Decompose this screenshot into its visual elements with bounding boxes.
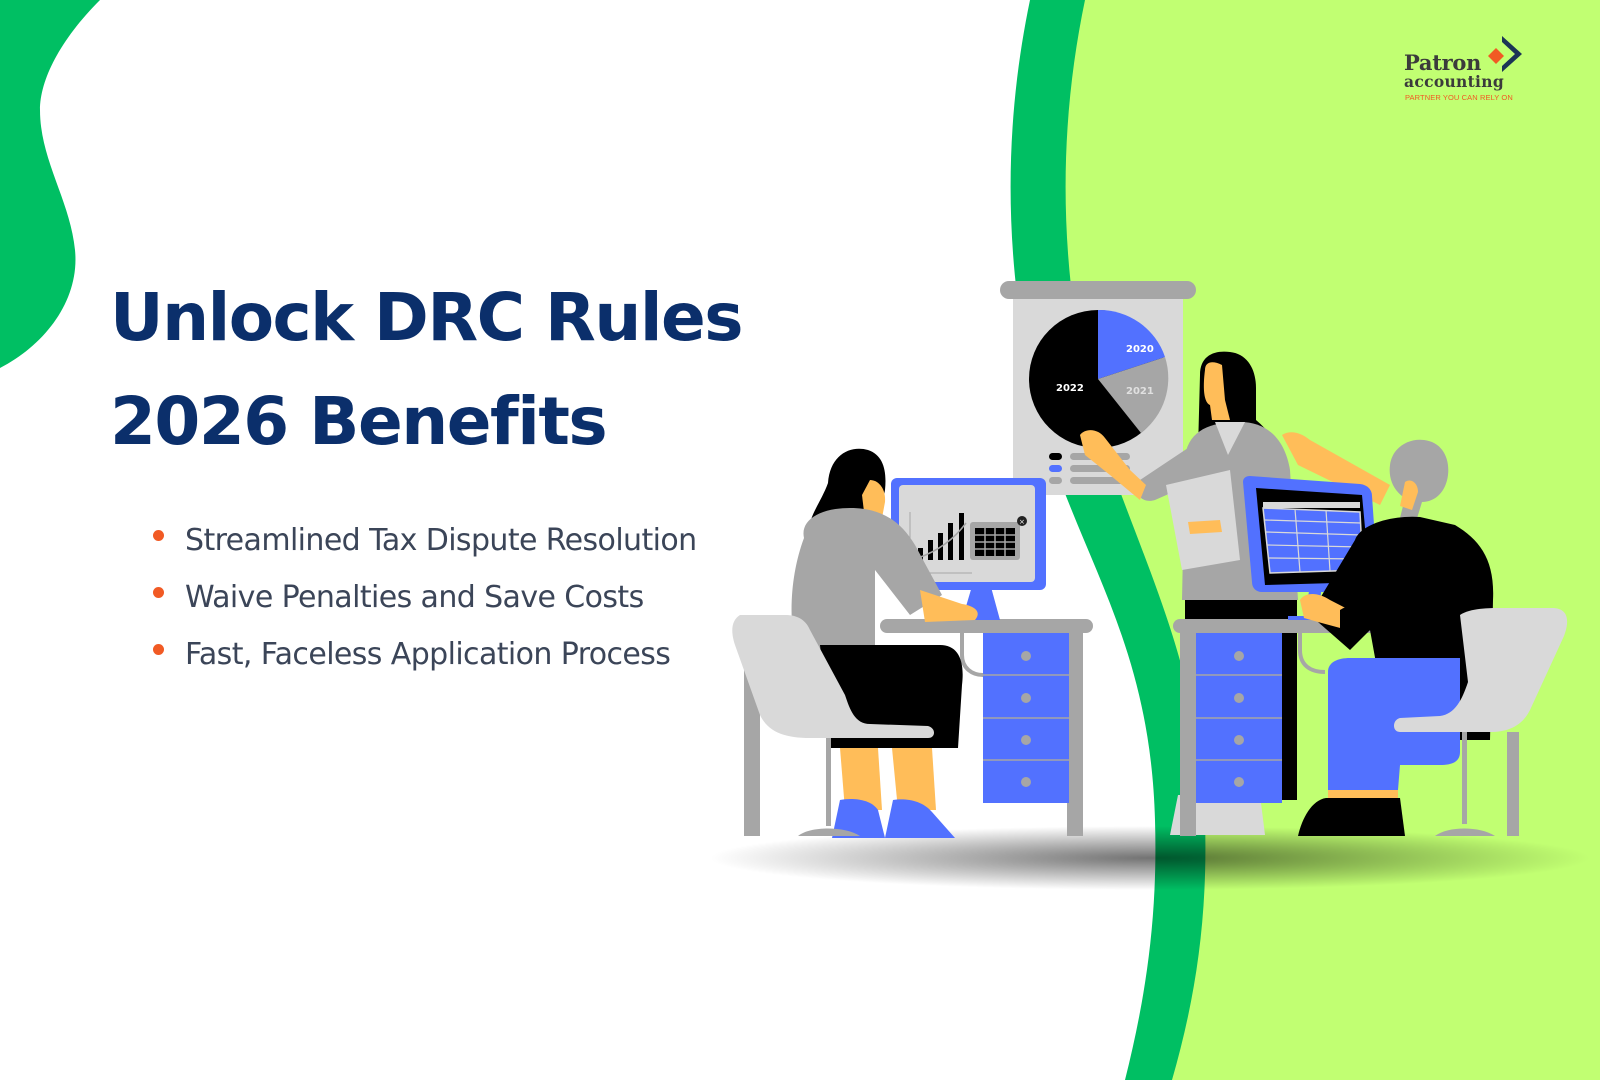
- logo-arrow-icon: [1488, 36, 1522, 72]
- right-chair: [1394, 608, 1568, 836]
- title-line-1: Unlock DRC Rules: [110, 279, 744, 356]
- top-left-green-wave: [0, 0, 100, 368]
- bar-chart-monitor-icon: ×: [891, 478, 1046, 620]
- logo-name-line1: Patron: [1404, 50, 1482, 75]
- logo-tagline: PARTNER YOU CAN RELY ON: [1405, 93, 1513, 102]
- presentation-board-icon: 2020 2021 2022: [1000, 281, 1196, 495]
- bullet-dot-icon: [153, 644, 164, 655]
- title-line-2: 2026 Benefits: [110, 383, 608, 460]
- bullet-dot-icon: [153, 587, 164, 598]
- seated-woman-figure: [791, 448, 978, 838]
- bullet-dot-icon: [153, 530, 164, 541]
- close-icon: ×: [1019, 518, 1025, 526]
- page-title: Unlock DRC Rules 2026 Benefits: [110, 266, 750, 474]
- calculator-icon: ×: [970, 516, 1027, 560]
- benefit-item: Fast, Faceless Application Process: [150, 626, 710, 683]
- brand-logo[interactable]: Patron accounting PARTNER YOU CAN RELY O…: [1404, 36, 1534, 106]
- seated-man-figure: [1298, 439, 1494, 836]
- pie-label-2021: 2021: [1126, 386, 1154, 397]
- benefit-text: Streamlined Tax Dispute Resolution: [185, 523, 697, 558]
- benefit-text: Waive Penalties and Save Costs: [185, 580, 644, 615]
- left-chair: [732, 615, 934, 836]
- floor-shadow: [710, 826, 1590, 890]
- office-team-illustration: 2020 2021 2022: [732, 281, 1568, 838]
- benefit-item: Waive Penalties and Save Costs: [150, 569, 710, 626]
- benefit-item: Streamlined Tax Dispute Resolution: [150, 512, 710, 569]
- benefits-list: Streamlined Tax Dispute Resolution Waive…: [150, 512, 710, 683]
- left-drawer-cabinet: [983, 633, 1069, 803]
- pie-label-2020: 2020: [1126, 344, 1154, 355]
- benefit-text: Fast, Faceless Application Process: [185, 637, 671, 672]
- right-drawer-cabinet: [1196, 633, 1282, 803]
- logo-name-line2: accounting: [1404, 72, 1504, 91]
- pie-label-2022: 2022: [1056, 383, 1084, 394]
